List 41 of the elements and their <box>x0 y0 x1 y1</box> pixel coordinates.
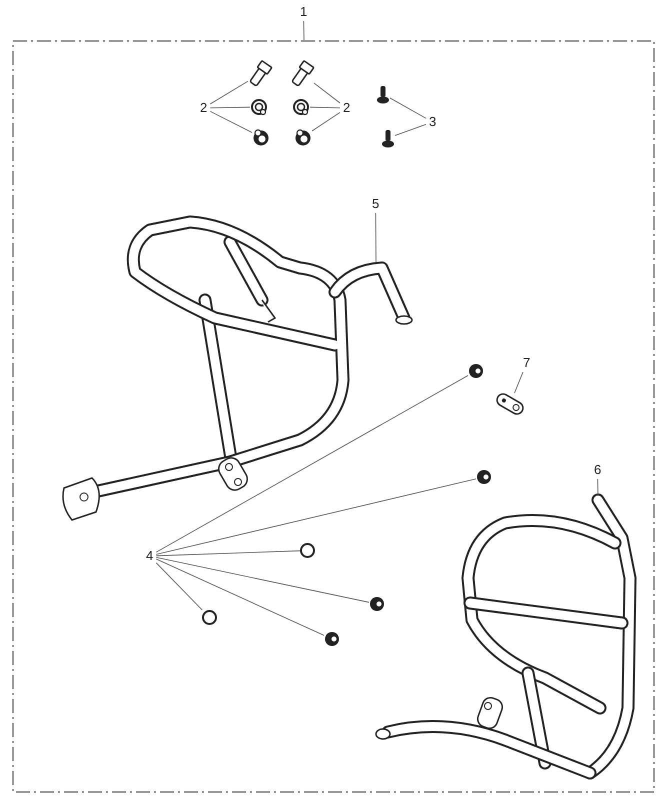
callout-number: 4 <box>144 548 156 564</box>
cap-drawing <box>468 363 484 379</box>
leader-line <box>375 212 376 262</box>
leader-line <box>394 124 426 136</box>
leader-line <box>210 110 252 133</box>
cap-drawing <box>202 610 217 625</box>
callout-number: 3 <box>427 114 438 130</box>
callout-number: 2 <box>341 100 352 116</box>
leader-line <box>312 112 340 132</box>
leader-line <box>210 80 248 104</box>
leader-line <box>597 478 598 496</box>
cap-drawing <box>369 596 385 612</box>
leader-line <box>303 20 304 40</box>
leader-line <box>156 558 324 636</box>
kit-outline <box>12 40 655 793</box>
callout-number: 5 <box>370 196 382 212</box>
leader-line <box>390 98 426 119</box>
callout-number: 6 <box>592 462 604 478</box>
leader-line <box>156 557 370 603</box>
bolt-drawing <box>248 60 272 88</box>
screw-drawing <box>381 128 395 148</box>
leader-line <box>314 82 340 104</box>
washer-drawing <box>292 98 310 116</box>
leader-line <box>210 106 250 108</box>
leader-line <box>156 562 203 610</box>
callout-number: 1 <box>298 4 310 20</box>
leader-line <box>310 106 340 108</box>
leader-line <box>514 372 524 394</box>
callout-number: 2 <box>198 100 210 116</box>
screw-drawing <box>376 84 390 104</box>
bolt-drawing <box>290 60 314 88</box>
cap-drawing <box>476 469 492 485</box>
flange-nut-drawing <box>294 128 312 146</box>
leader-line <box>156 478 476 555</box>
flange-nut-drawing <box>252 128 270 146</box>
leader-line <box>156 375 468 553</box>
washer-drawing <box>250 98 268 116</box>
cap-drawing <box>324 631 340 647</box>
leader-line <box>156 550 300 556</box>
callout-number: 7 <box>521 355 532 371</box>
cap-drawing <box>300 543 315 558</box>
